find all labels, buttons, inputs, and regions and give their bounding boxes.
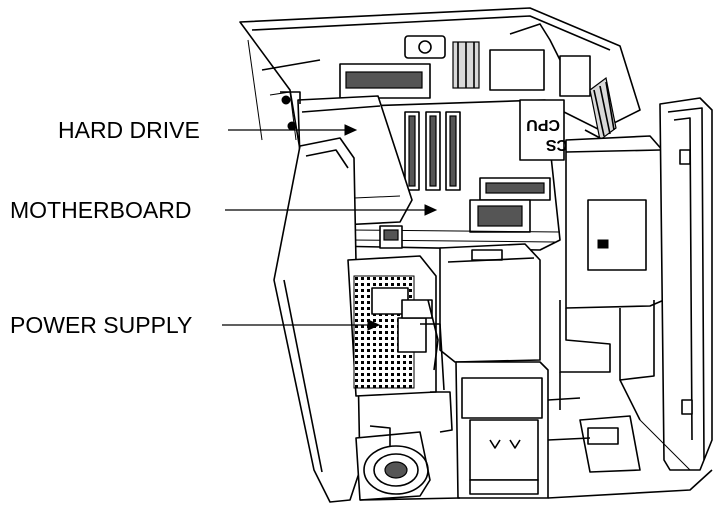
power-supply-label: POWER SUPPLY — [10, 312, 192, 338]
power-supply-leader-arrow — [367, 319, 381, 331]
rear-connectors — [339, 23, 591, 99]
power-supply — [347, 255, 445, 397]
hard-drive-leader-arrow — [344, 124, 358, 136]
center-module — [439, 243, 549, 499]
side-door — [659, 97, 713, 471]
motherboard-label: MOTHERBOARD — [10, 197, 191, 223]
right-bracket — [559, 135, 665, 381]
hard-drive-label: HARD DRIVE — [58, 117, 200, 143]
cpu-marking: CPU — [526, 116, 560, 133]
front-bezel — [273, 137, 361, 503]
cs-marking: CS — [545, 136, 568, 153]
speaker — [355, 425, 431, 501]
motherboard-leader-arrow — [424, 204, 438, 216]
base-floor — [359, 372, 713, 501]
